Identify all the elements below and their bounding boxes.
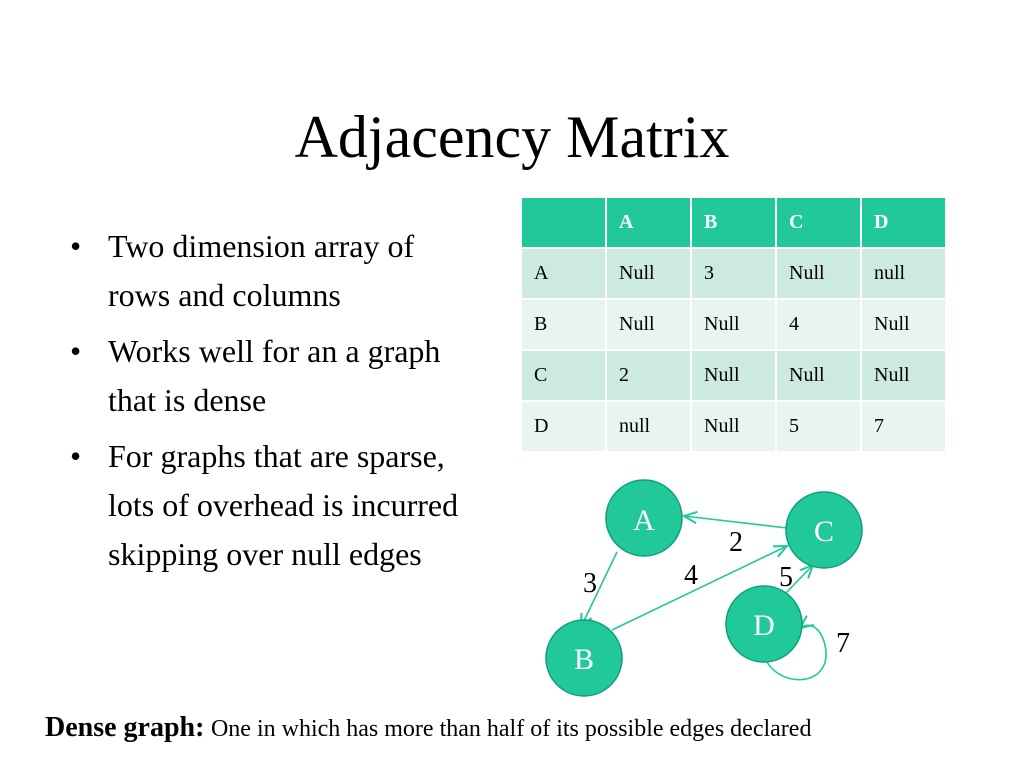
bullet-dot: • <box>70 333 82 369</box>
matrix-cell: Null <box>690 400 777 453</box>
bullet-item: • Works well for an a graph that is dense <box>70 327 470 425</box>
matrix-cell: Null <box>605 247 692 300</box>
bullet-dot: • <box>70 228 82 264</box>
edge-weight-label: 7 <box>836 628 850 659</box>
node-label: A <box>633 504 655 537</box>
matrix-cell: Null <box>860 349 947 402</box>
graph-node: B <box>545 619 623 697</box>
matrix-cell: B <box>520 298 607 351</box>
matrix-cell: A <box>520 247 607 300</box>
matrix-row: A Null 3 Null null <box>520 247 947 300</box>
matrix-header-cell: C <box>775 196 862 249</box>
node-b-circle <box>545 619 623 697</box>
node-c-circle <box>785 491 863 569</box>
matrix-cell: 2 <box>605 349 692 402</box>
matrix-header-cell: D <box>860 196 947 249</box>
slide-title: Adjacency Matrix <box>294 104 730 170</box>
matrix-cell: Null <box>860 298 947 351</box>
matrix-cell: null <box>605 400 692 453</box>
matrix-cell: null <box>860 247 947 300</box>
graph-node: C <box>785 491 863 569</box>
bullet-list: • Two dimension array of rows and columns… <box>70 222 470 586</box>
matrix-cell: Null <box>690 349 777 402</box>
edge-b-to-c <box>611 546 787 631</box>
matrix-cell: 5 <box>775 400 862 453</box>
edge-a-to-b <box>581 551 618 627</box>
matrix-row: D null Null 5 7 <box>520 400 947 453</box>
edge-weight-label: 3 <box>583 568 597 599</box>
bullet-text: Two dimension array of rows and columns <box>108 228 415 313</box>
bullet-dot: • <box>70 438 82 474</box>
adjacency-matrix-table: A B C D A Null 3 Null null B Null Null 4… <box>520 196 947 453</box>
matrix-header-cell: B <box>690 196 777 249</box>
dense-graph-definition: Dense graph: One in which has more than … <box>45 708 1015 749</box>
matrix-cell: 3 <box>690 247 777 300</box>
definition-term: Dense graph: <box>45 712 205 743</box>
matrix-header-cell: A <box>605 196 692 249</box>
edge-c-to-a <box>684 516 788 529</box>
edge-weight-label: 5 <box>779 562 793 593</box>
edge-weight-label: 2 <box>729 527 743 558</box>
matrix-cell: Null <box>775 349 862 402</box>
node-label: B <box>574 643 594 676</box>
graph-node: D <box>725 585 803 663</box>
matrix-cell: 7 <box>860 400 947 453</box>
bullet-item: • Two dimension array of rows and columns <box>70 222 470 320</box>
edge-d-self-loop <box>762 625 827 681</box>
edge-d-to-c <box>784 565 813 595</box>
bullet-text: Works well for an a graph that is dense <box>108 333 441 418</box>
node-label: C <box>814 515 834 548</box>
node-d-circle <box>725 585 803 663</box>
matrix-cell: Null <box>605 298 692 351</box>
node-label: D <box>753 609 775 642</box>
matrix-cell: D <box>520 400 607 453</box>
matrix-cell: 4 <box>775 298 862 351</box>
matrix-row: C 2 Null Null Null <box>520 349 947 402</box>
matrix-header-row: A B C D <box>520 196 947 249</box>
node-a-circle <box>605 479 683 557</box>
definition-text: One in which has more than half of its p… <box>210 716 812 742</box>
bullet-text: For graphs that are sparse, lots of over… <box>108 438 459 572</box>
matrix-row: B Null Null 4 Null <box>520 298 947 351</box>
matrix-cell: Null <box>690 298 777 351</box>
matrix-cell: Null <box>775 247 862 300</box>
graph-node: A <box>605 479 683 557</box>
bullet-item: • For graphs that are sparse, lots of ove… <box>70 432 470 579</box>
matrix-header-cell <box>520 196 607 249</box>
matrix-cell: C <box>520 349 607 402</box>
edge-weight-label: 4 <box>684 560 698 591</box>
